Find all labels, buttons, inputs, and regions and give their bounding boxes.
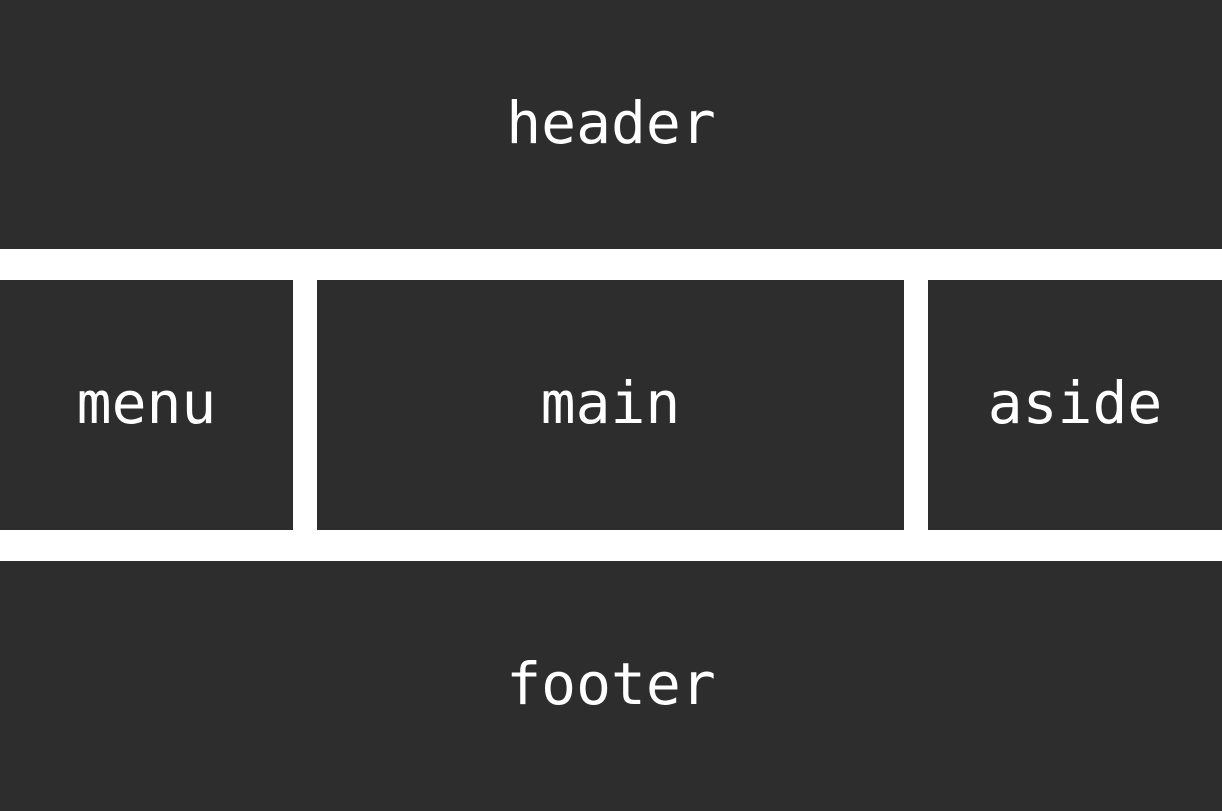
footer-label: footer: [506, 650, 716, 718]
main-region: main: [317, 280, 904, 530]
menu-label: menu: [76, 369, 217, 437]
menu-region: menu: [0, 280, 293, 530]
aside-region: aside: [928, 280, 1222, 530]
footer-region: footer: [0, 561, 1222, 811]
header-region: header: [0, 0, 1222, 249]
header-label: header: [506, 88, 716, 157]
main-label: main: [540, 369, 681, 437]
aside-label: aside: [987, 369, 1163, 437]
